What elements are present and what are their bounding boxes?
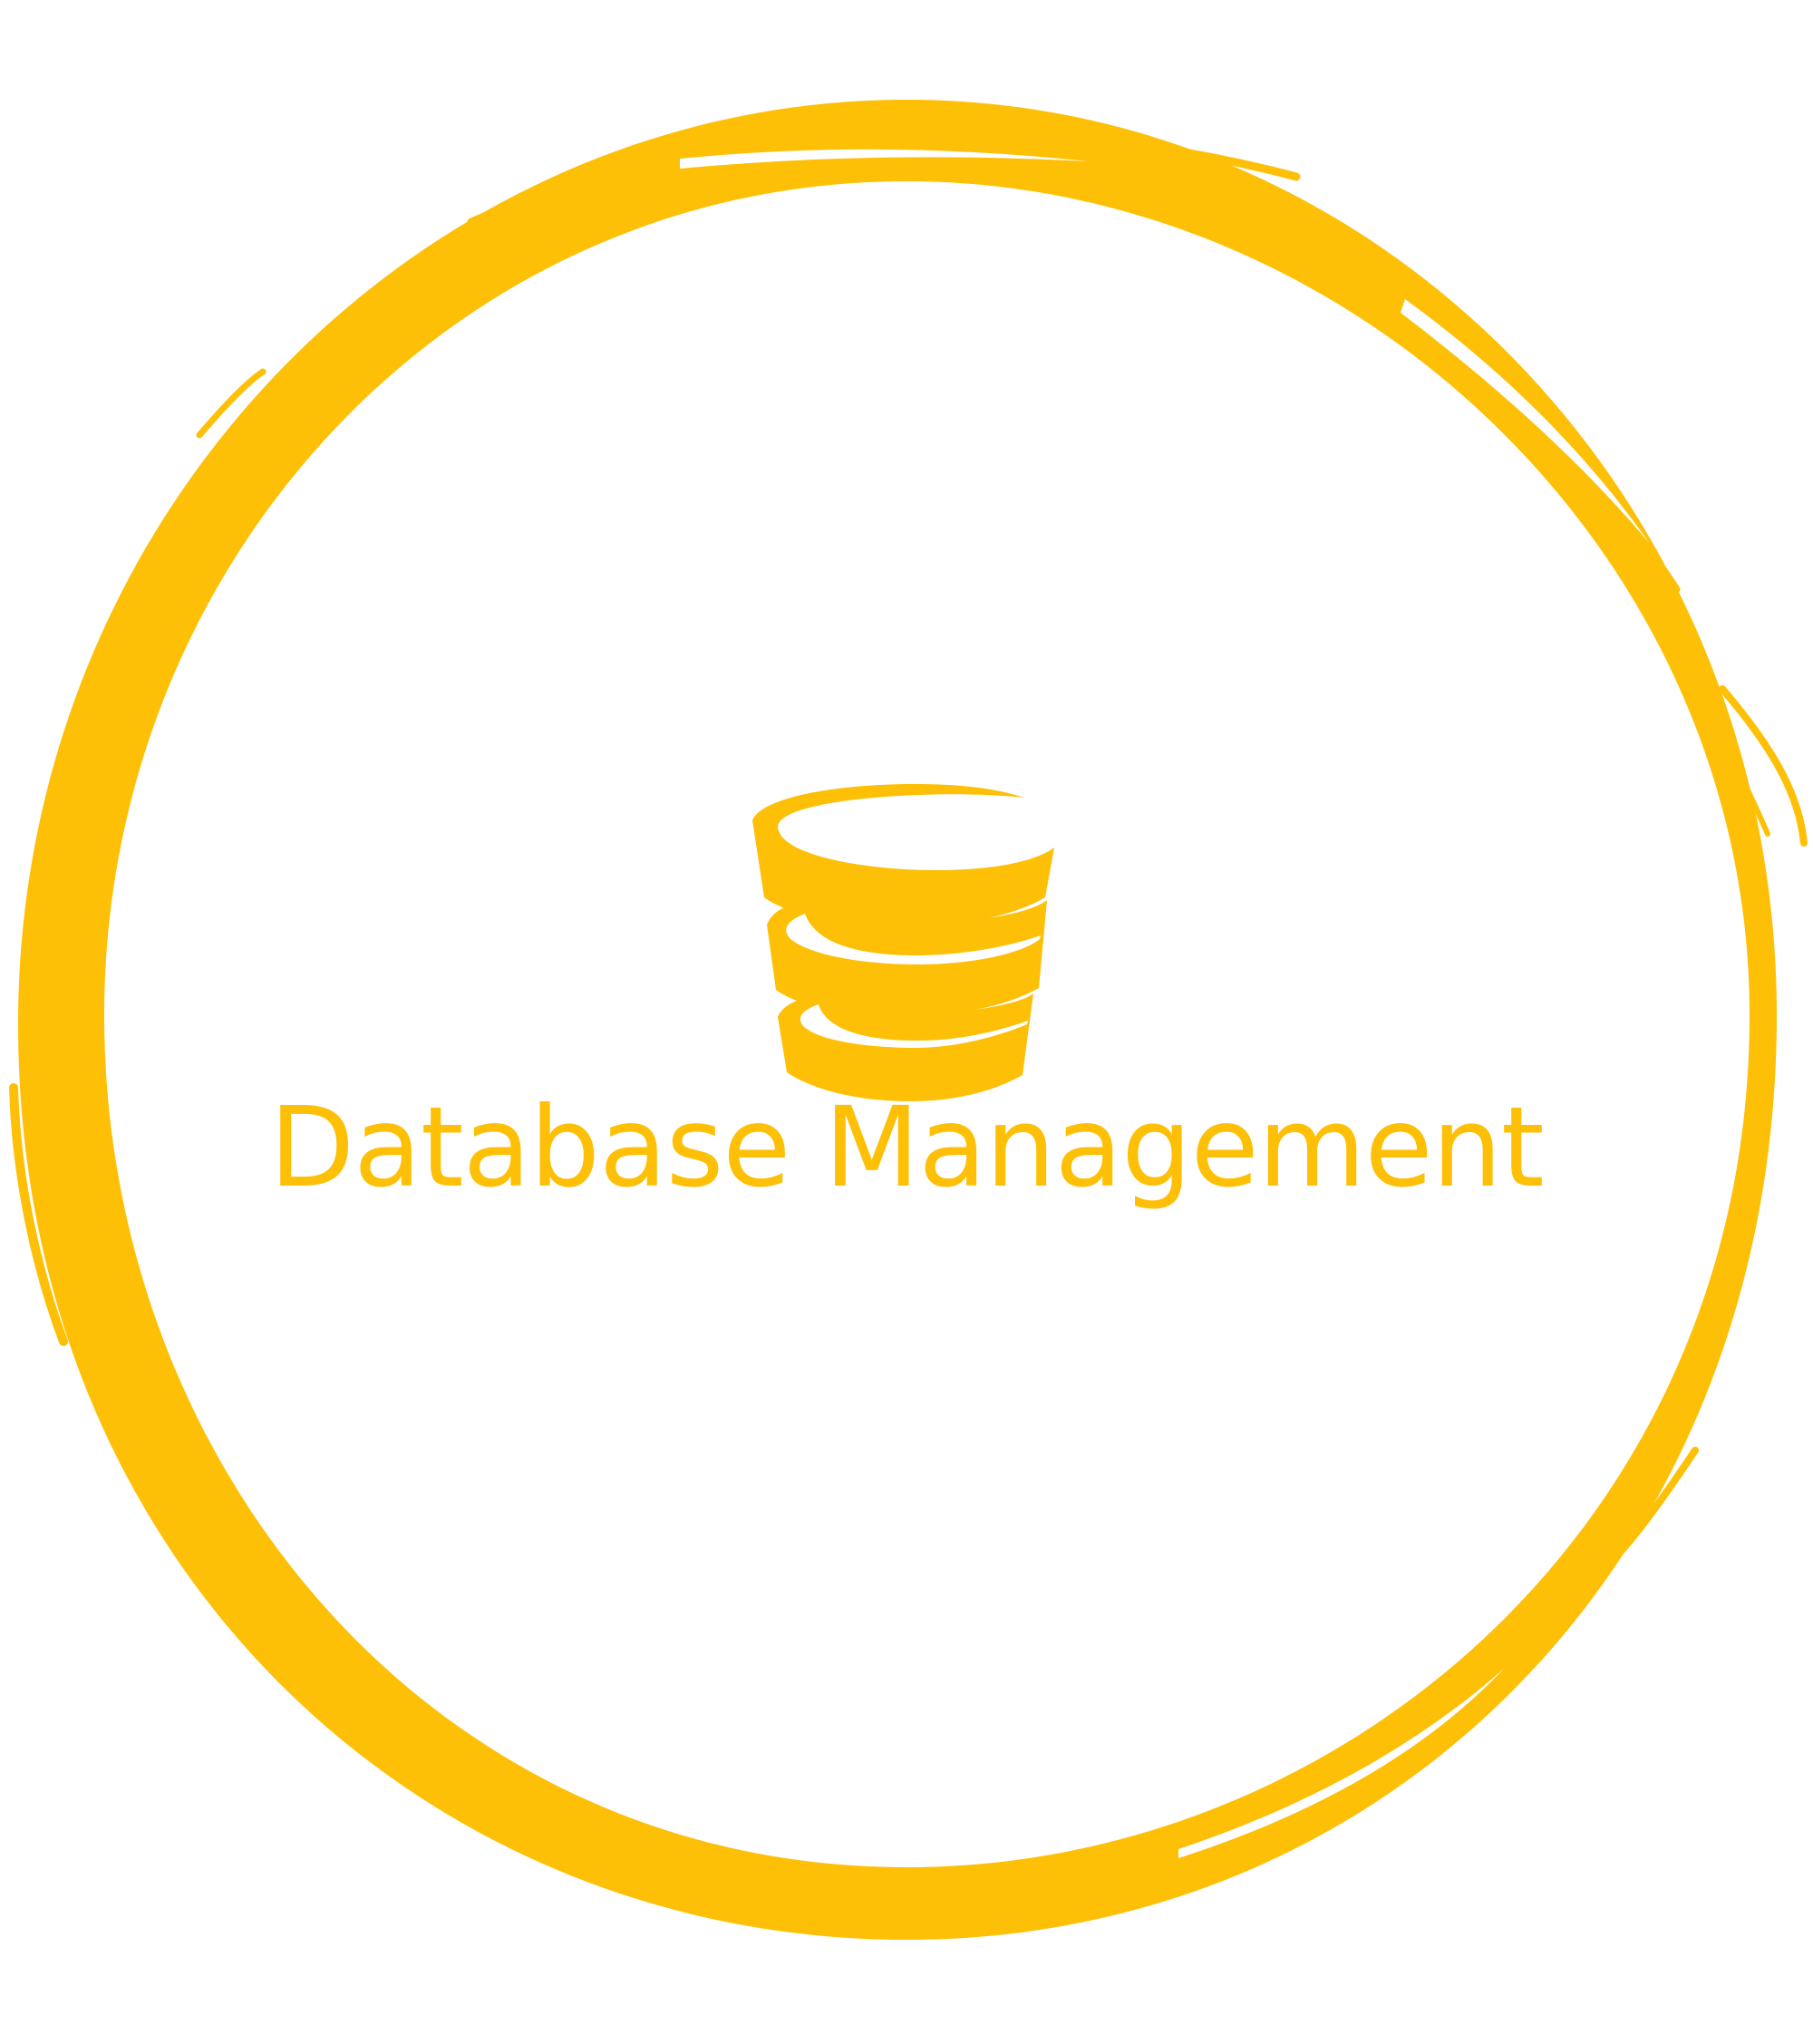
brush-strand bbox=[467, 128, 1301, 227]
brush-strand bbox=[1610, 1447, 1699, 1563]
brush-gap bbox=[1401, 299, 1650, 544]
db-cylinder-top bbox=[752, 784, 1054, 926]
brush-circle-ring bbox=[9, 100, 1808, 1940]
brush-strand bbox=[686, 143, 1263, 198]
brush-strand bbox=[1129, 187, 1681, 593]
brush-strand bbox=[196, 368, 267, 439]
brush-gap bbox=[1178, 1668, 1505, 1858]
logo-title: Database Management bbox=[269, 1083, 1545, 1212]
database-stack-icon bbox=[752, 784, 1054, 1101]
brush-strand bbox=[1719, 685, 1808, 847]
brush-gap bbox=[680, 149, 1088, 169]
brush-strand bbox=[994, 1656, 1480, 1874]
brush-strand bbox=[904, 1819, 1308, 1897]
db-rim-cut bbox=[800, 1004, 1028, 1048]
db-cylinder-middle bbox=[767, 900, 1047, 1015]
brush-strand bbox=[1448, 360, 1770, 837]
brush-strand bbox=[172, 331, 385, 585]
db-rim-cut bbox=[786, 914, 1041, 964]
brush-strand bbox=[9, 1083, 68, 1346]
brush-strand bbox=[1067, 1611, 1544, 1870]
